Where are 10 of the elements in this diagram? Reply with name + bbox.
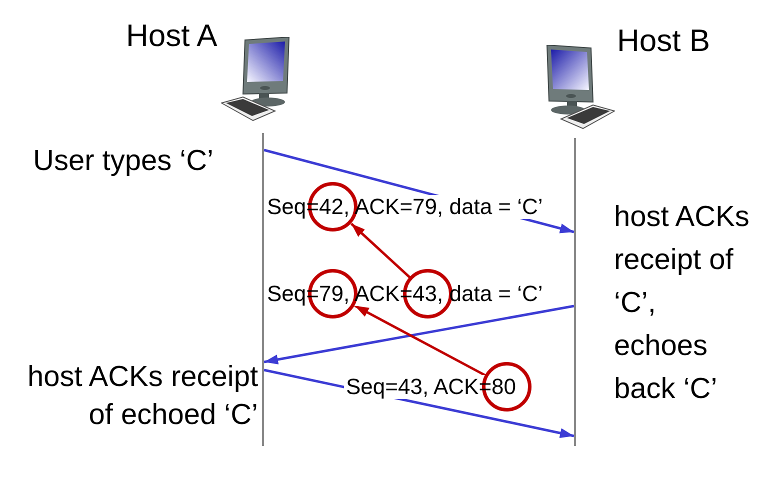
arrow xyxy=(354,304,486,376)
event-note: User types ‘C’ xyxy=(33,144,214,178)
event-note: host ACKs receipt of echoed ‘C’ xyxy=(26,360,258,433)
lifeline xyxy=(574,138,576,446)
host-name: Host A xyxy=(126,18,218,54)
arrow xyxy=(264,304,574,364)
event-note: host ACKs receipt of ‘C’, echoes back ‘C’ xyxy=(614,200,750,407)
arrow xyxy=(350,222,411,278)
host-name: Host B xyxy=(617,23,710,59)
lifeline xyxy=(262,133,264,446)
